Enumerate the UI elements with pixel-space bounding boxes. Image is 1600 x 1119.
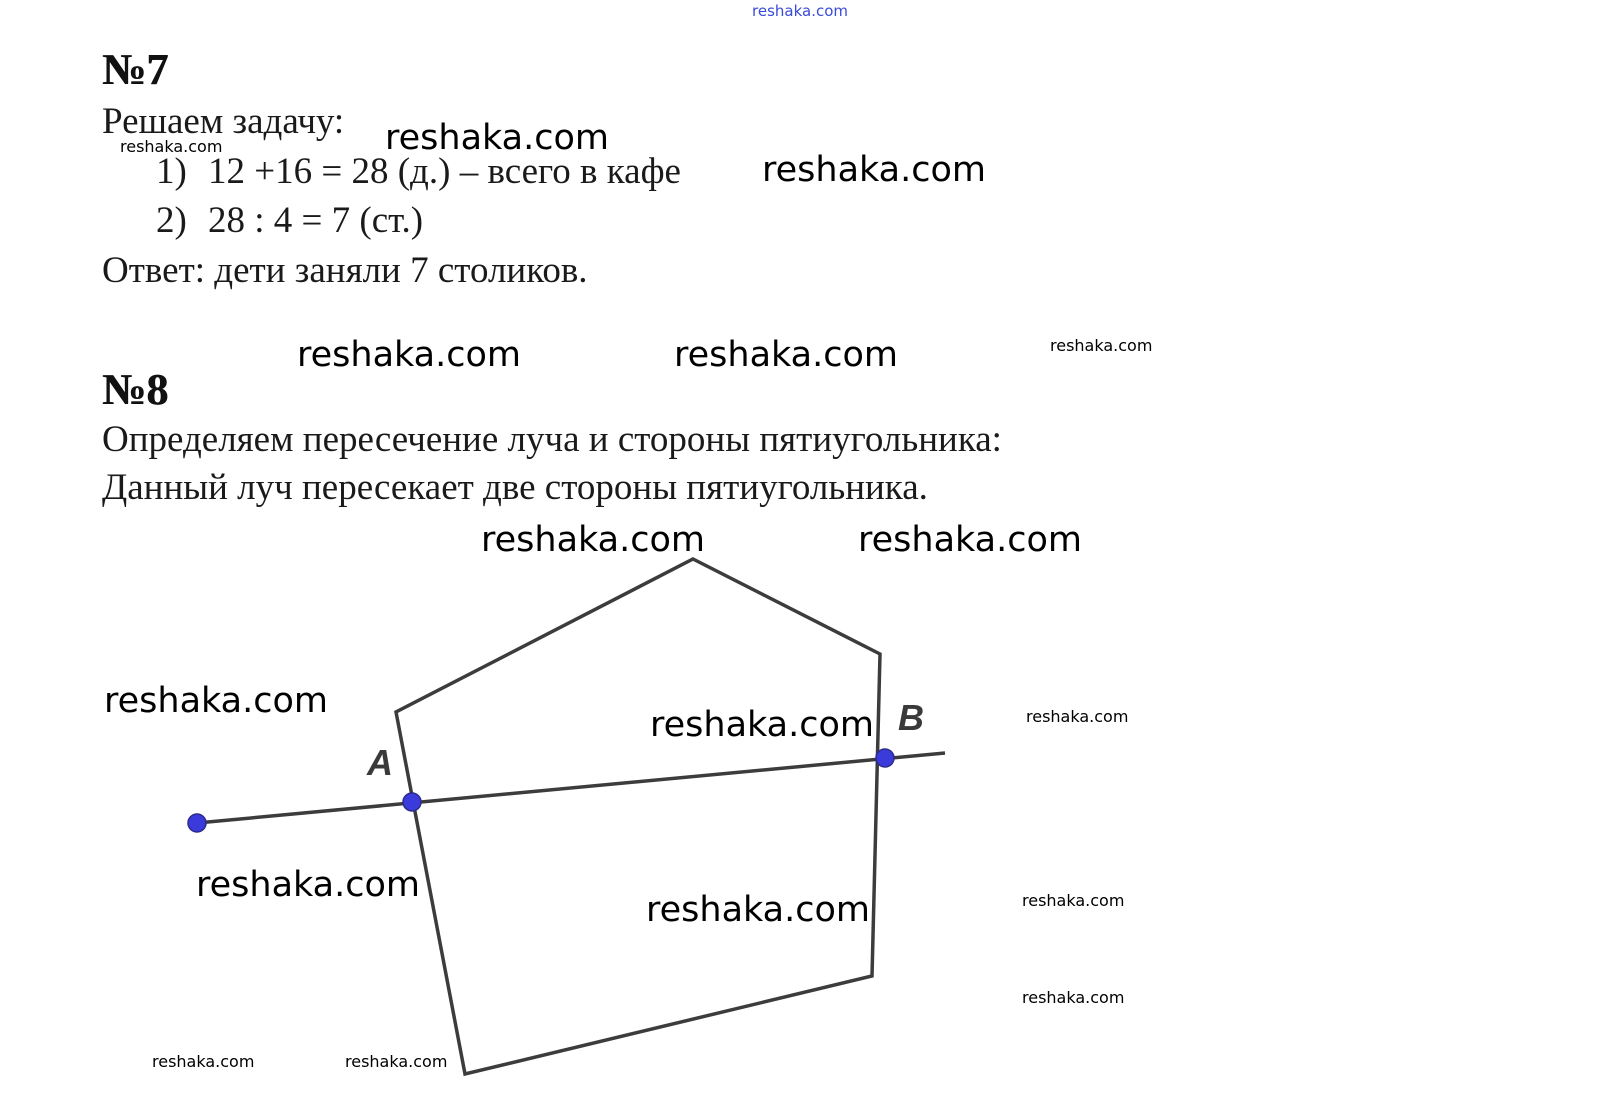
watermark: reshaka.com (196, 865, 420, 905)
watermark: reshaka.com (345, 1052, 448, 1071)
watermark: reshaka.com (1022, 988, 1125, 1007)
watermark: reshaka.com (858, 520, 1082, 560)
watermark: reshaka.com (152, 1052, 255, 1071)
task8-number: №8 (102, 365, 169, 414)
ray-start-point (187, 813, 207, 833)
watermark: reshaka.com (120, 137, 223, 156)
top-watermark: reshaka.com (752, 2, 848, 20)
task7-step-1-num: 1) (156, 151, 187, 192)
task7-step-2-text: 28 : 4 = 7 (ст.) (208, 200, 424, 241)
watermark: reshaka.com (104, 681, 328, 721)
task7-number: №7 (102, 45, 169, 94)
task7-intro: Решаем задачу: (102, 101, 345, 142)
task7-step-2-num: 2) (156, 200, 187, 241)
intersection-point-b (875, 748, 895, 768)
watermark: reshaka.com (385, 118, 609, 158)
ray (196, 751, 946, 825)
task7-answer: Ответ: дети заняли 7 столиков. (102, 250, 588, 291)
task7-step-1-text: 12 +16 = 28 (д.) – всего в кафе (208, 151, 681, 192)
watermark: reshaka.com (1022, 891, 1125, 910)
watermark: reshaka.com (650, 705, 874, 745)
intersection-point-a (402, 792, 422, 812)
watermark: reshaka.com (762, 150, 986, 190)
watermark: reshaka.com (297, 335, 521, 375)
task7-step-2: 2) 28 : 4 = 7 (ст.) (156, 202, 423, 239)
label-b: B (898, 697, 924, 738)
watermark: reshaka.com (1026, 707, 1129, 726)
task8-line-2: Данный луч пересекает две стороны пятиуг… (102, 467, 928, 508)
task8-line-1: Определяем пересечение луча и стороны пя… (102, 419, 1002, 460)
watermark: reshaka.com (1050, 336, 1153, 355)
pentagon (394, 557, 882, 1077)
watermark: reshaka.com (646, 890, 870, 930)
watermark: reshaka.com (481, 520, 705, 560)
label-a: A (366, 742, 393, 783)
watermark: reshaka.com (674, 335, 898, 375)
task7-step-1: 1) 12 +16 = 28 (д.) – всего в кафе (156, 153, 681, 190)
